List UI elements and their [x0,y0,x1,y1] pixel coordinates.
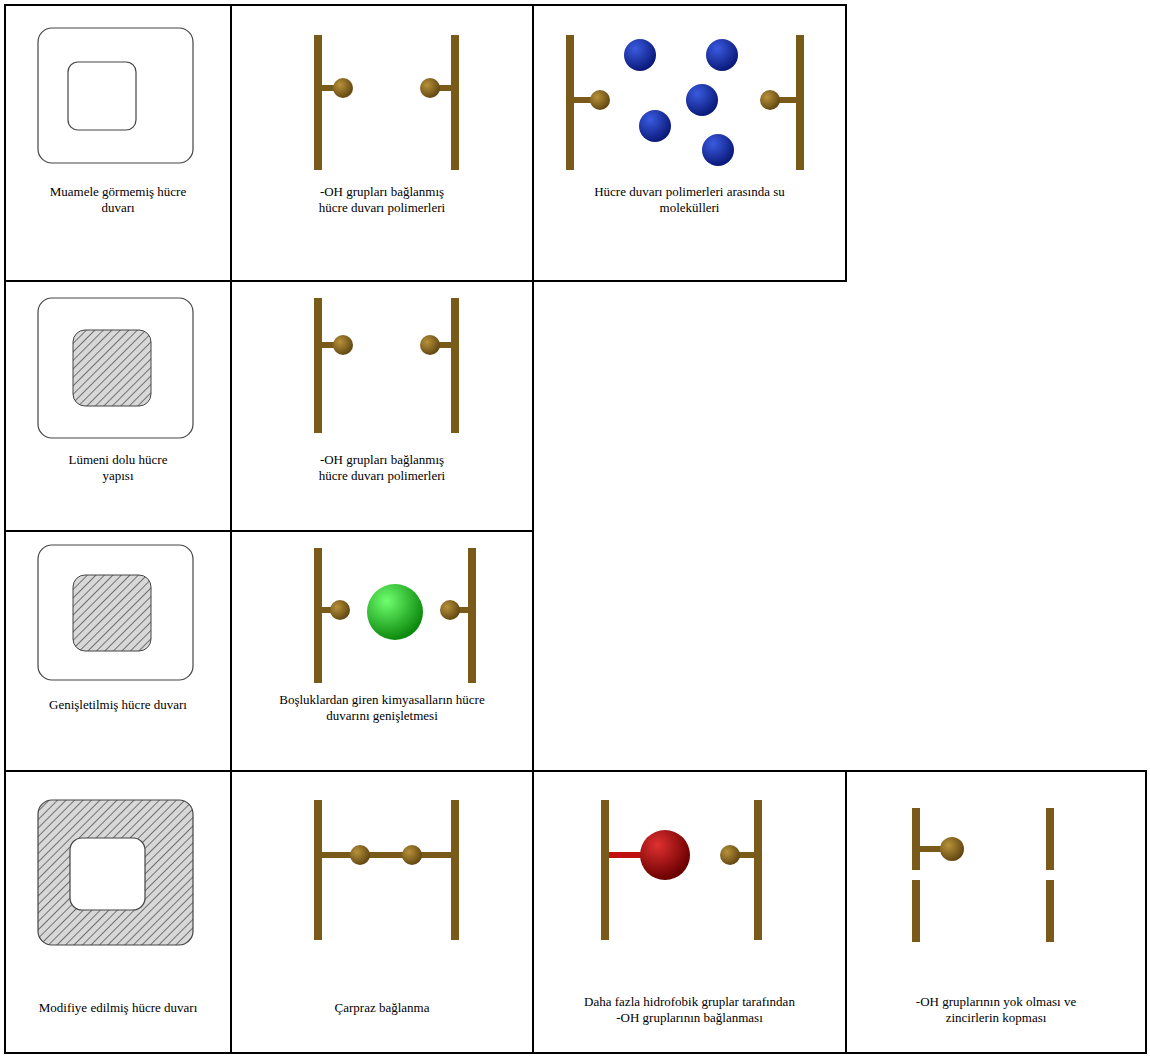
cell-caption: -OH grupları bağlanmış hücre duvarı poli… [307,452,457,483]
cell-caption: Muamele görmemiş hücre duvarı [43,184,193,215]
table-cell: -OH grupları bağlanmış hücre duvarı poli… [230,280,534,532]
table-cell: Hücre duvarı polimerleri arasında su mol… [532,4,847,282]
cell-caption: Lümeni dolu hücre yapısı [58,452,178,483]
table-cell: Muamele görmemiş hücre duvarı [4,4,232,282]
table-cell: Çarpraz bağlanma [230,770,534,1054]
table-cell: Modifiye edilmiş hücre duvarı [4,770,232,1054]
table-cell: Daha fazla hidrofobik gruplar tarafından… [532,770,847,1054]
cell-caption: -OH gruplarının yok olması ve zincirleri… [914,994,1079,1025]
cell-caption: -OH grupları bağlanmış hücre duvarı poli… [307,184,457,215]
cell-caption: Boşluklardan giren kimyasalların hücre d… [277,692,487,723]
table-cell: Boşluklardan giren kimyasalların hücre d… [230,530,534,772]
cell-caption: Hücre duvarı polimerleri arasında su mol… [590,184,790,215]
cell-caption: Modifiye edilmiş hücre duvarı [39,1000,198,1016]
table-cell: -OH gruplarının yok olması ve zincirleri… [845,770,1147,1054]
cell-caption: Daha fazla hidrofobik gruplar tarafından… [582,994,797,1025]
table-cell: Lümeni dolu hücre yapısı [4,280,232,532]
cell-caption: Çarpraz bağlanma [335,1000,430,1016]
cell-caption: Genişletilmiş hücre duvarı [49,697,187,713]
table-cell: Genişletilmiş hücre duvarı [4,530,232,772]
table-cell: -OH grupları bağlanmış hücre duvarı poli… [230,4,534,282]
